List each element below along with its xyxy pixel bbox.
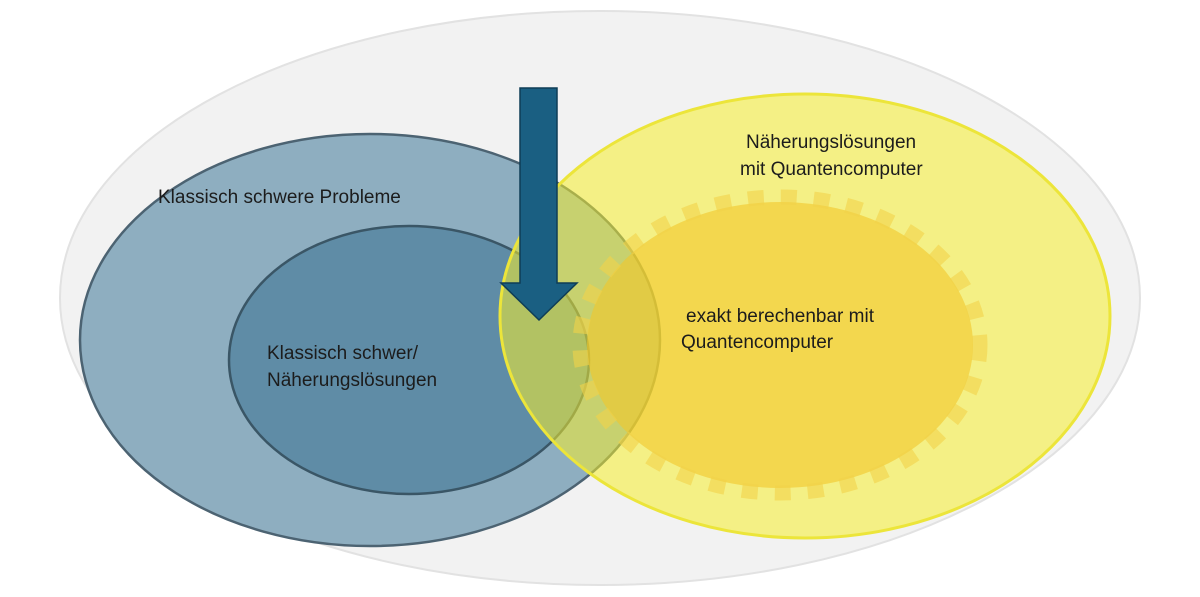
label-quantum-approx-line2: mit Quantencomputer	[740, 159, 923, 180]
quantum-exact-ellipse	[587, 202, 973, 488]
label-quantum-exact-line2: Quantencomputer	[681, 332, 834, 353]
label-quantum-exact-line1: exakt berechenbar mit	[686, 306, 875, 327]
label-classically-hard: Klassisch schwere Probleme	[158, 187, 401, 208]
label-quantum-approx-line1: Näherungslösungen	[746, 132, 916, 153]
label-classically-hard-approx-line1: Klassisch schwer/	[267, 343, 419, 364]
quantum-exact-dashed-border	[572, 189, 988, 501]
label-classically-hard-approx-line2: Näherungslösungen	[267, 370, 437, 391]
down-arrow-icon	[499, 87, 579, 322]
